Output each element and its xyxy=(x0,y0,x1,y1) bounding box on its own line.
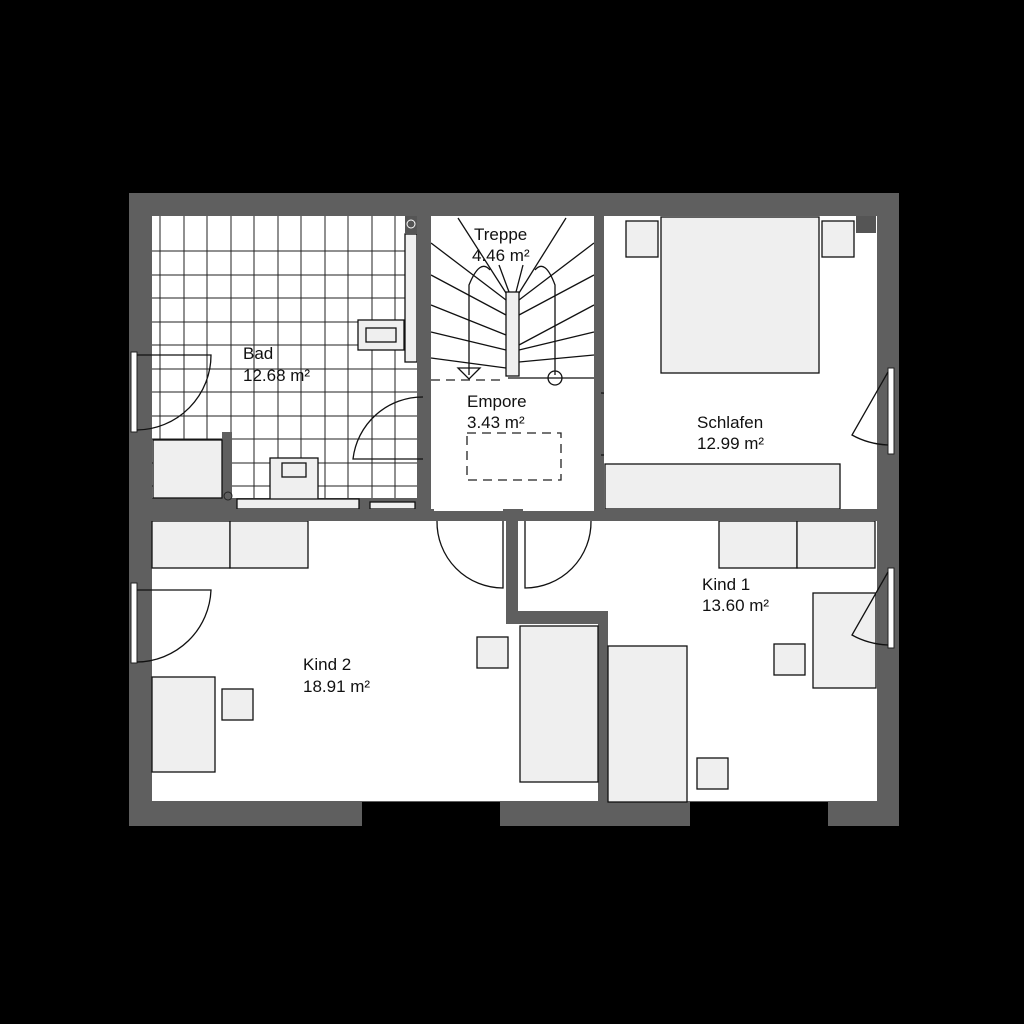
room-name-treppe: Treppe xyxy=(474,225,527,244)
shelf xyxy=(718,520,798,569)
bed xyxy=(151,676,216,773)
window-bad xyxy=(130,351,138,433)
room-name-kind2: Kind 2 xyxy=(303,655,351,674)
bathtub-edge xyxy=(236,498,360,510)
interior-wall xyxy=(417,216,431,381)
staircase xyxy=(430,217,595,386)
room-area-bad: 12.68 m² xyxy=(243,366,310,385)
interior-wall xyxy=(594,456,604,511)
wall-cabinet xyxy=(404,233,418,363)
double-bed xyxy=(660,216,820,374)
wardrobe xyxy=(604,463,841,510)
room-name-kind1: Kind 1 xyxy=(702,575,750,594)
shelf xyxy=(796,520,876,569)
interior-wall xyxy=(594,216,604,381)
door-swing-kind1 xyxy=(524,520,592,589)
room-name-schlafen: Schlafen xyxy=(697,413,763,432)
window-schlafen xyxy=(887,367,895,455)
bed xyxy=(607,645,688,803)
desk xyxy=(519,625,599,783)
room-area-kind1: 13.60 m² xyxy=(702,596,769,615)
socket-icon xyxy=(405,216,417,234)
room-treppe-empore xyxy=(430,216,672,511)
room-bad xyxy=(130,216,424,510)
room-schlafen xyxy=(604,216,895,510)
stool xyxy=(221,688,254,721)
door-swing-kind2 xyxy=(436,520,504,589)
stool xyxy=(696,757,729,790)
room-area-empore: 3.43 m² xyxy=(467,413,525,432)
window-swing xyxy=(136,354,212,431)
shelf xyxy=(151,520,231,569)
interior-wall xyxy=(129,509,434,521)
empore-dashed-area xyxy=(466,432,562,481)
room-area-schlafen: 12.99 m² xyxy=(697,434,764,453)
interior-wall xyxy=(503,509,523,521)
interior-wall xyxy=(594,509,899,521)
shelf xyxy=(229,520,309,569)
facade-recess xyxy=(690,802,828,832)
desk xyxy=(812,592,877,689)
stool xyxy=(773,643,806,676)
window-kind2 xyxy=(130,582,138,664)
nightstand xyxy=(625,220,659,258)
window-swing xyxy=(851,371,889,446)
stool xyxy=(476,636,509,669)
sink-basin xyxy=(365,327,397,343)
socket-icon xyxy=(856,216,876,233)
door-swing-bad xyxy=(352,396,424,460)
room-kind1 xyxy=(518,520,895,803)
room-area-kind2: 18.91 m² xyxy=(303,677,370,696)
window-swing xyxy=(851,571,889,646)
room-kind2 xyxy=(130,512,608,802)
window-swing xyxy=(136,589,212,663)
facade-recess xyxy=(362,802,500,832)
room-area-treppe: 4.46 m² xyxy=(472,246,530,265)
drain-icon xyxy=(223,491,233,501)
interior-wall xyxy=(417,460,431,511)
nightstand xyxy=(821,220,855,258)
room-name-empore: Empore xyxy=(467,392,527,411)
window-kind1 xyxy=(887,567,895,649)
room-name-bad: Bad xyxy=(243,344,273,363)
shower-tray xyxy=(152,439,223,499)
